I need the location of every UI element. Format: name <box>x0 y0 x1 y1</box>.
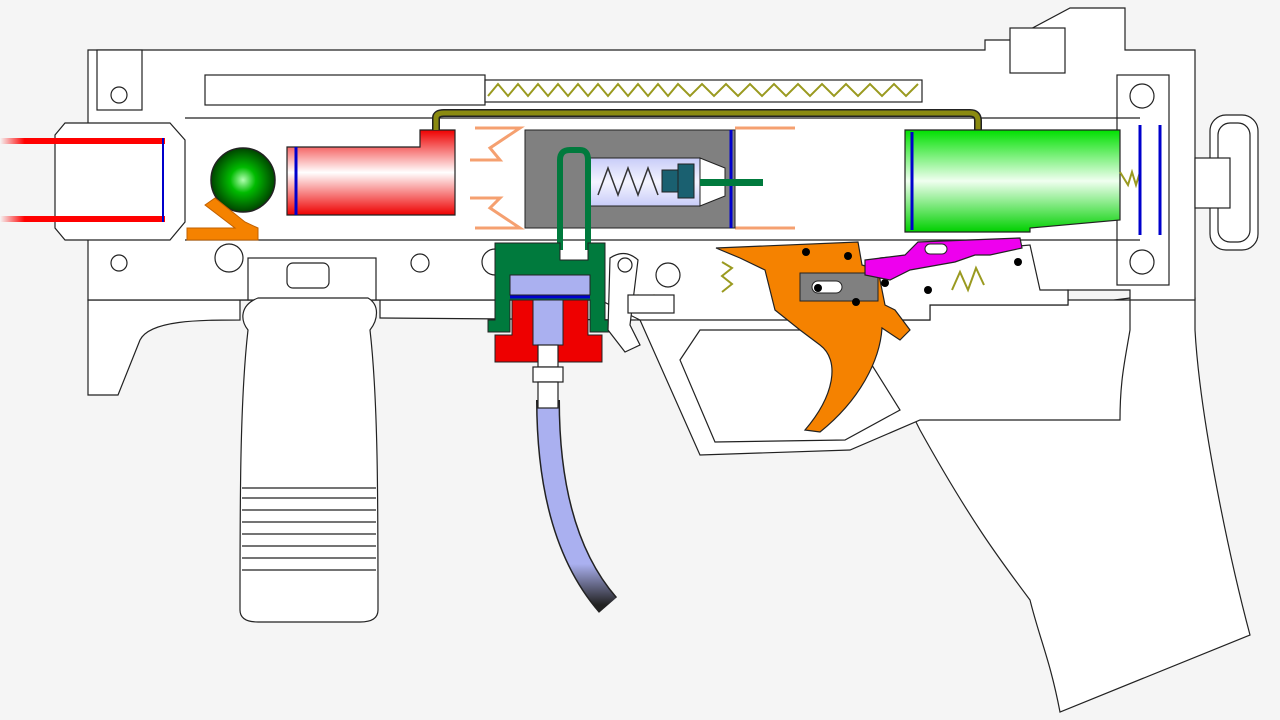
pin-hole <box>410 253 430 273</box>
hose-fitting <box>532 366 564 383</box>
stock-pin <box>1194 157 1231 209</box>
safety-lever <box>607 252 641 353</box>
barrel-bore-top <box>0 138 165 144</box>
pin-hole <box>110 86 128 104</box>
pin-hole <box>655 262 681 288</box>
air-transfer-tube <box>433 110 981 130</box>
valve-poppet-head <box>677 163 695 199</box>
regulator-piston <box>509 274 591 296</box>
hammer <box>904 129 1121 233</box>
air-hose <box>537 399 617 612</box>
top-slot <box>204 74 486 106</box>
valve-poppet <box>661 169 679 193</box>
paintball <box>210 147 276 213</box>
valve-spring-icon <box>597 165 659 198</box>
trigger-spring-icon <box>720 261 734 293</box>
bolt-guide <box>470 126 795 230</box>
valve-pin <box>700 179 763 186</box>
pin-hole <box>214 243 244 273</box>
foregrip <box>239 297 379 623</box>
sear-slot <box>924 243 948 255</box>
hose-fitting <box>537 344 559 368</box>
foregrip-ridges <box>242 487 376 571</box>
trigger-pins <box>802 246 1022 306</box>
pin-hole <box>110 254 128 272</box>
pin-hole <box>1129 249 1155 275</box>
pin-hole <box>1129 83 1155 109</box>
hammer-spring-icon <box>1119 168 1141 189</box>
sear <box>864 237 1023 281</box>
barrel-bore-bottom <box>0 216 165 222</box>
bolt <box>286 129 456 216</box>
spring-guide <box>484 79 923 103</box>
foregrip-mount-slot <box>286 262 330 289</box>
sear-spring-icon <box>951 265 985 293</box>
pin-hole <box>617 257 633 273</box>
ball-detent <box>186 197 259 241</box>
barrel-adapter <box>54 122 186 241</box>
regulator-stem <box>532 299 564 346</box>
rear-slot <box>1009 27 1066 74</box>
recoil-spring-icon <box>487 82 919 98</box>
valve-inlet-tube <box>557 147 591 250</box>
spring-pocket <box>627 294 675 314</box>
hose-fitting <box>537 381 559 409</box>
